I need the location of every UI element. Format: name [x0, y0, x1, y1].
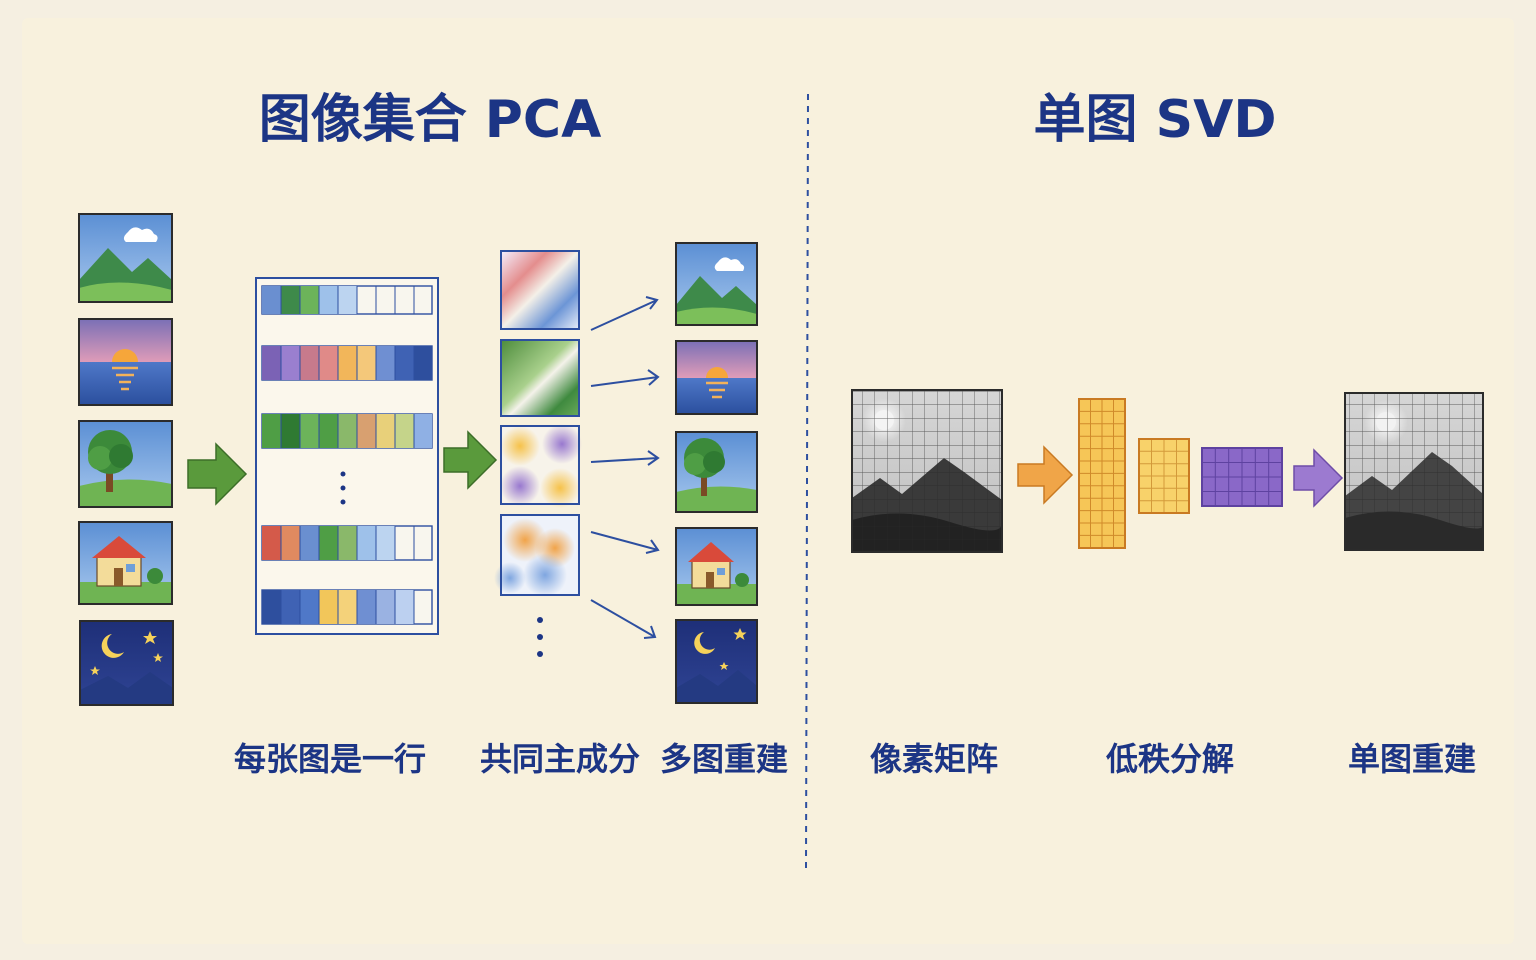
arrow-right-icon	[1017, 445, 1074, 505]
recon-landscape	[675, 242, 758, 326]
step-label-rows: 每张图是一行	[233, 740, 426, 778]
step-label-pixel-matrix: 像素矩阵	[869, 740, 998, 778]
recon-sunset	[675, 340, 758, 415]
matrix-row	[261, 285, 433, 315]
step-label-multi-reconstruct: 多图重建	[660, 740, 789, 778]
arrow-right-icon	[187, 442, 248, 506]
reconstruction-arrows	[590, 296, 660, 639]
thumb-tree	[78, 420, 173, 508]
panel-divider	[805, 93, 809, 869]
arrow-right-icon	[443, 430, 498, 490]
thumb-house	[78, 521, 173, 605]
factor-sigma	[1138, 438, 1190, 514]
matrix-ellipsis	[340, 471, 346, 505]
step-label-components: 共同主成分	[479, 740, 640, 778]
step-label-single-reconstruct: 单图重建	[1347, 740, 1476, 778]
left-panel-title: 图像集合 PCA	[258, 90, 602, 150]
reconstructed-image	[1344, 392, 1484, 551]
step-label-low-rank: 低秩分解	[1105, 740, 1234, 778]
data-matrix	[255, 277, 439, 635]
recon-tree	[675, 431, 758, 513]
pixel-matrix	[851, 389, 1003, 553]
thumb-sunset	[78, 318, 173, 406]
principal-components	[494, 250, 582, 657]
factor-u	[1078, 398, 1126, 549]
right-panel-title: 单图 SVD	[1033, 90, 1277, 150]
recon-night	[675, 619, 758, 704]
arrow-right-icon	[1293, 448, 1344, 508]
matrix-row	[261, 525, 433, 561]
thumb-landscape	[78, 213, 173, 303]
components-ellipsis	[537, 617, 543, 657]
recon-house	[675, 527, 758, 606]
matrix-row	[261, 345, 433, 381]
matrix-row	[261, 589, 433, 625]
thumb-night	[79, 620, 174, 706]
factor-v	[1201, 447, 1283, 507]
matrix-row	[261, 413, 433, 449]
